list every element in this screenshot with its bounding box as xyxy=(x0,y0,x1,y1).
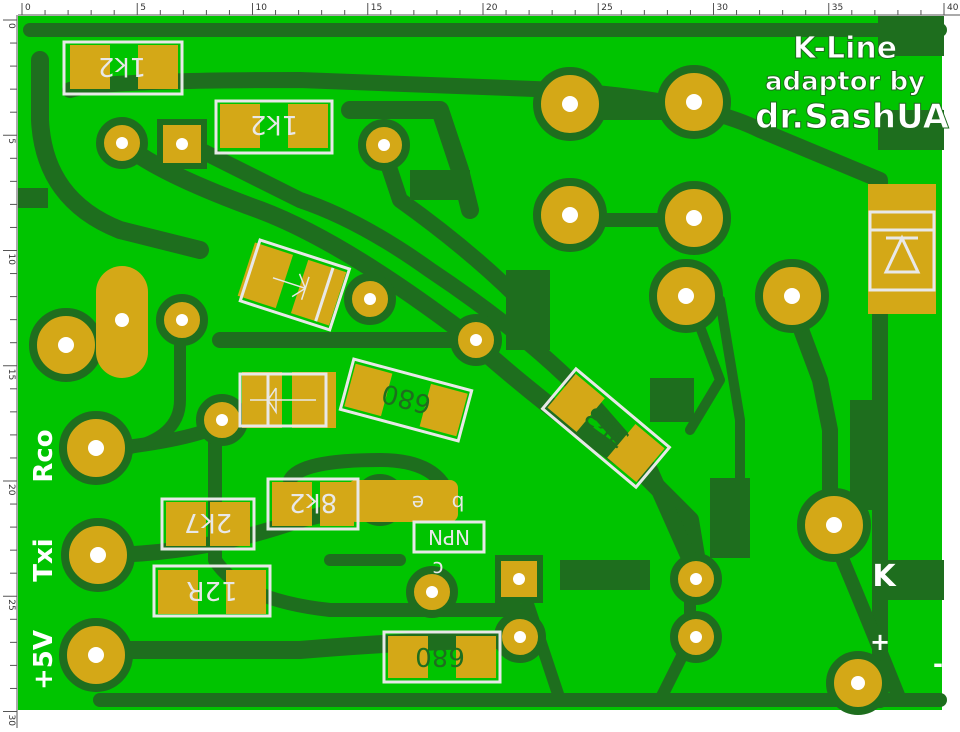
ruler-label: 30 xyxy=(717,3,729,13)
label-minus: - xyxy=(933,650,943,678)
board-title: K-Line adaptor by dr.SashUA xyxy=(755,31,951,138)
transistor-pin-c: c xyxy=(433,557,444,581)
label-plus: + xyxy=(870,628,890,656)
title-line2: adaptor by xyxy=(765,67,925,97)
ruler-label: 25 xyxy=(6,599,16,610)
title-line1: K-Line xyxy=(793,31,897,66)
resistor-r5-label: 8k2 xyxy=(289,487,337,517)
ruler-label: 20 xyxy=(6,484,16,496)
resistor-r7: 12R xyxy=(152,564,272,618)
label-5v: +5V xyxy=(29,630,59,690)
resistor-r2-label: 1k2 xyxy=(250,109,298,139)
ruler-label: 10 xyxy=(256,3,268,13)
resistor-r7-label: 12R xyxy=(186,575,237,605)
connector-labels: Rco Txi +5V K + - xyxy=(29,429,943,690)
diode-d2 xyxy=(238,372,336,428)
smd-resistors: 1k2 1k2 680 3k3 8k2 2k7 xyxy=(62,40,672,684)
resistor-r5: 8k2 xyxy=(266,477,360,531)
copper-fills xyxy=(18,16,944,600)
ruler-label: 0 xyxy=(6,23,16,29)
ruler-label: 30 xyxy=(6,715,16,727)
ruler-label: 5 xyxy=(6,138,16,144)
resistor-r6: 2k7 xyxy=(160,497,256,551)
label-k: K xyxy=(872,559,897,594)
ruler-label: 15 xyxy=(6,369,16,380)
ruler-label: 25 xyxy=(601,3,612,13)
ruler-label: 35 xyxy=(832,3,843,13)
resistor-r8-label: 680 xyxy=(415,641,465,671)
label-txi: Txi xyxy=(29,538,59,581)
left-ruler: 0 5 10 15 20 25 30 xyxy=(0,0,18,728)
ruler-label: 0 xyxy=(25,3,31,13)
resistor-r8: 680 xyxy=(382,630,502,684)
ruler-label: 40 xyxy=(947,3,959,13)
diode-d1 xyxy=(237,238,352,332)
transistor-q1: NPN b e c xyxy=(412,491,486,581)
transistor-pin-b: b xyxy=(452,491,465,515)
resistor-r2: 1k2 xyxy=(214,99,334,155)
resistor-r1: 1k2 xyxy=(62,40,184,96)
transistor-pin-e: e xyxy=(412,491,424,515)
resistor-r1-label: 1k2 xyxy=(98,51,146,81)
ruler-label: 5 xyxy=(140,3,146,13)
transistor-type: NPN xyxy=(428,525,470,549)
pads xyxy=(29,65,936,715)
ruler-label: 10 xyxy=(6,254,16,266)
ruler-label: 20 xyxy=(486,3,498,13)
label-rco: Rco xyxy=(29,429,59,482)
resistor-r6-label: 2k7 xyxy=(184,507,232,537)
resistor-r3: 680 xyxy=(338,357,474,443)
title-line3: dr.SashUA xyxy=(755,97,950,137)
ruler-label: 15 xyxy=(371,3,382,13)
diode-d3 xyxy=(868,210,936,292)
